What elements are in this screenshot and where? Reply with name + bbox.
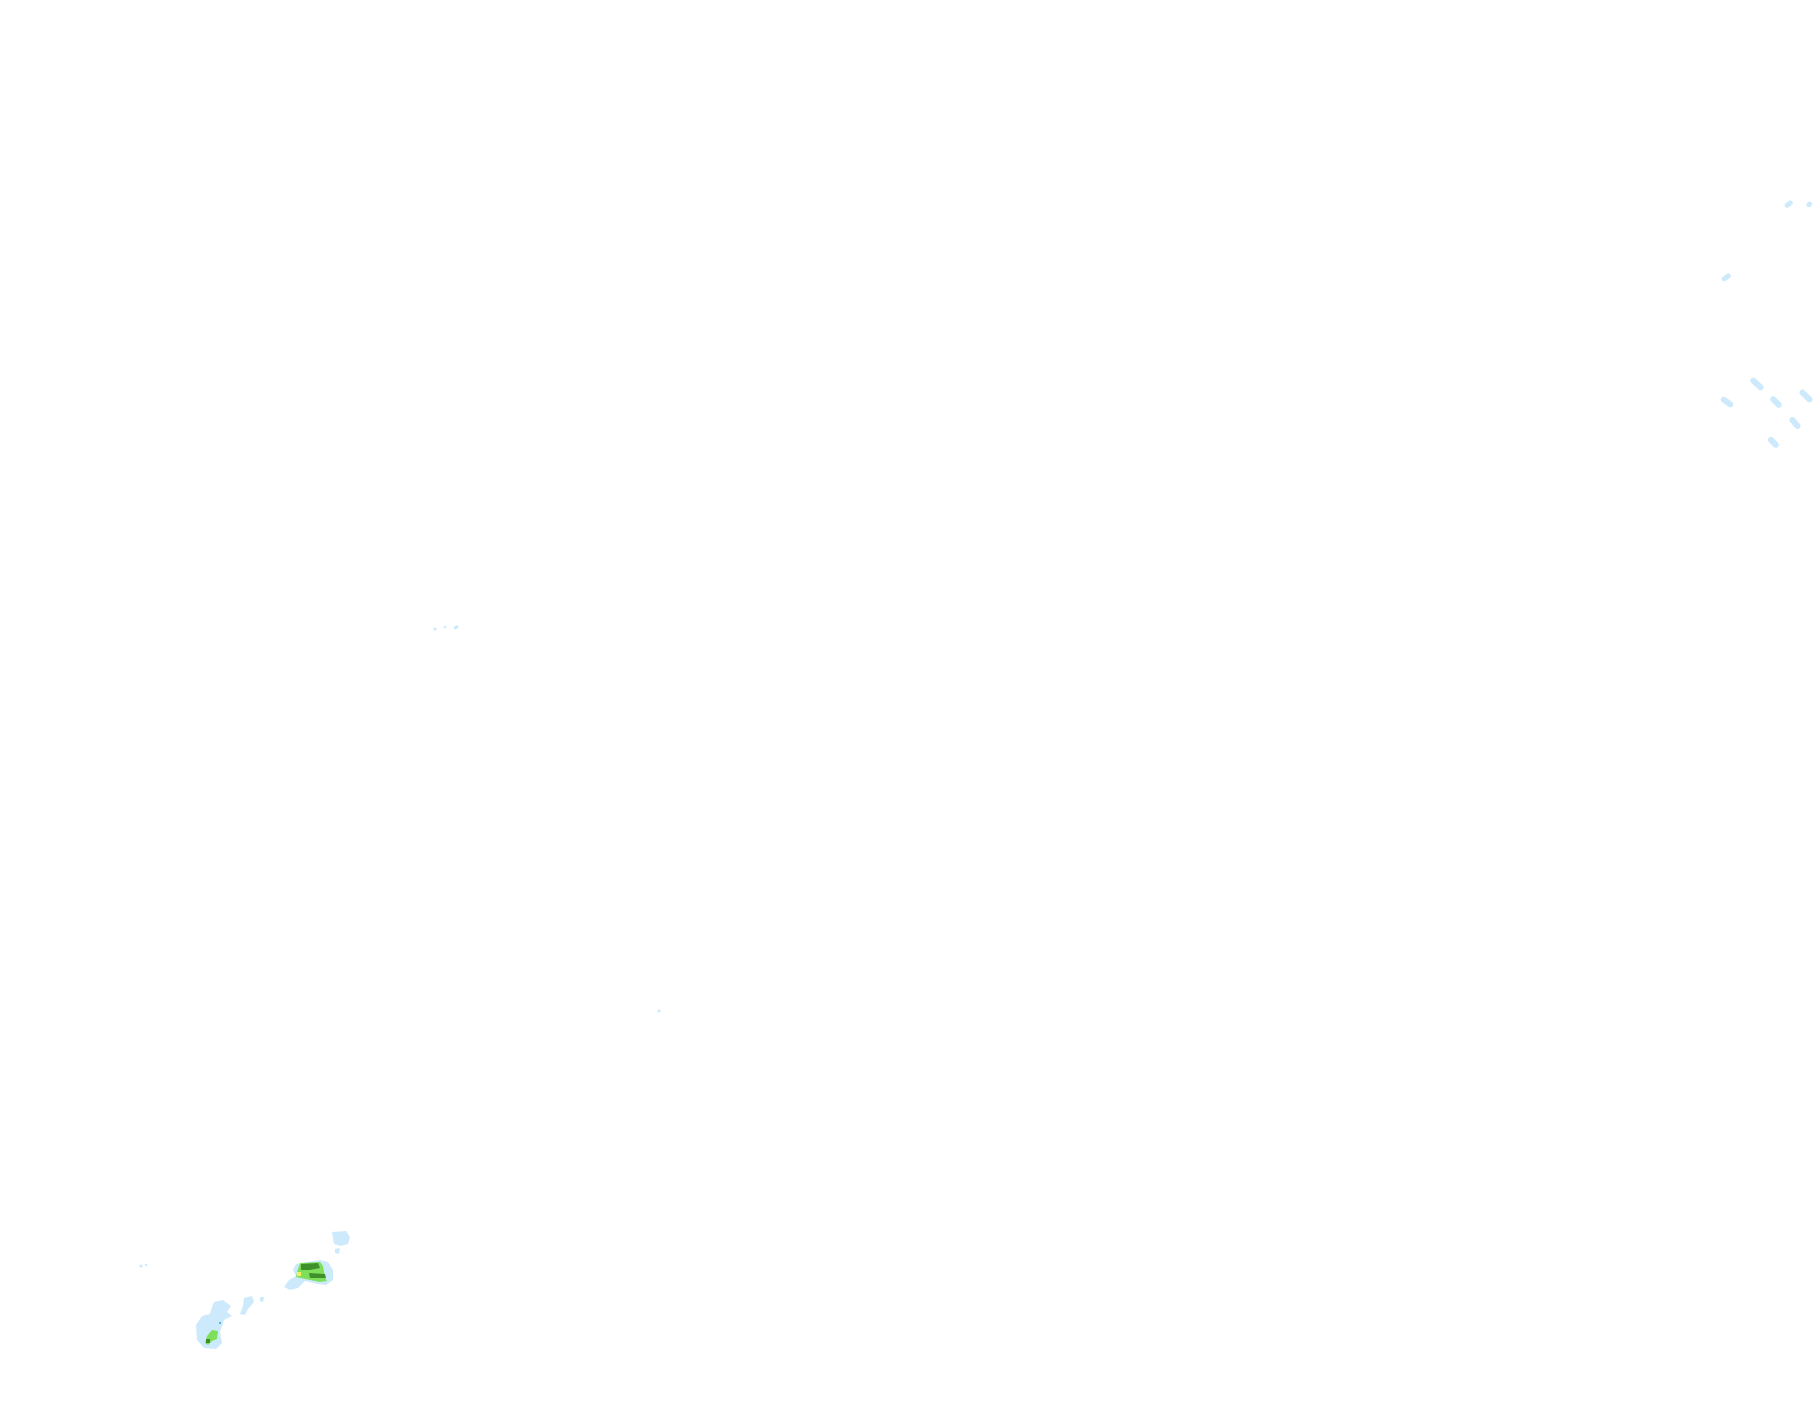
radar-cell: [144, 1263, 148, 1267]
radar-cell: [332, 1231, 350, 1254]
radar-cell: [196, 1300, 232, 1349]
radar-cell: [139, 1264, 143, 1268]
radar-cell: [1767, 436, 1779, 448]
radar-cell: [433, 627, 437, 631]
radar-cell: [657, 1009, 661, 1013]
radar-cell: [1750, 377, 1764, 391]
radar-cell: [1721, 273, 1731, 282]
radar-storm-complex-southwest: [196, 1231, 350, 1349]
radar-cell-intense: [297, 1272, 301, 1276]
radar-cell: [1789, 416, 1801, 430]
radar-cell: [1720, 396, 1734, 408]
radar-cells-northeast: [1720, 200, 1813, 448]
radar-cell: [453, 625, 459, 630]
radar-cell: [1806, 201, 1813, 208]
radar-cell-light: [219, 1322, 221, 1324]
radar-cell: [240, 1296, 264, 1315]
radar-cell-heavy: [301, 1263, 326, 1278]
radar-cell: [1770, 396, 1782, 408]
radar-cells-central: [139, 625, 661, 1268]
radar-cell-heavy: [206, 1339, 210, 1343]
radar-cell: [1784, 200, 1793, 208]
radar-cell: [1799, 389, 1813, 403]
radar-cell: [443, 625, 447, 629]
